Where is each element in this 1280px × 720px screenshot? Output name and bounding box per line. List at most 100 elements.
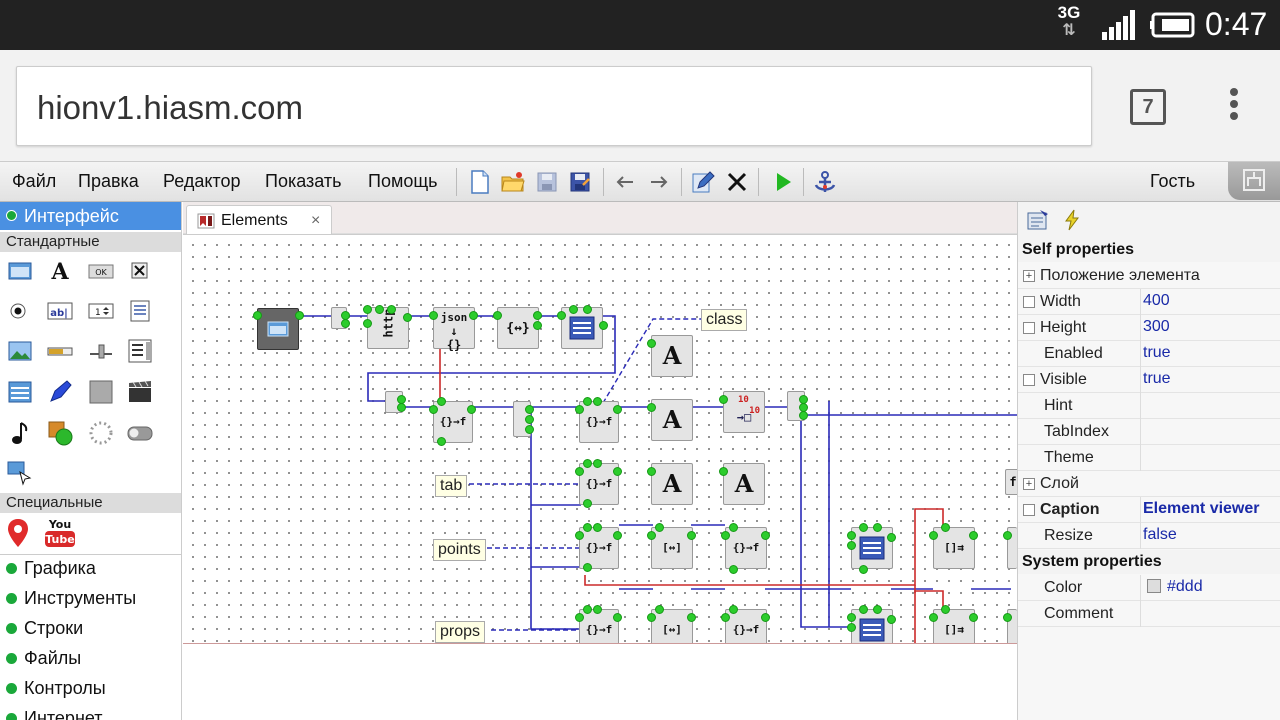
connector-pin[interactable] [887,533,896,542]
connector-pin[interactable] [929,613,938,622]
connector-pin[interactable] [859,605,868,614]
property-row-enabled[interactable]: Enabled true [1018,341,1280,367]
form-block[interactable] [257,308,299,350]
radio-button-icon[interactable] [7,298,33,324]
connector-pin[interactable] [647,339,656,348]
property-checkbox[interactable] [1023,322,1035,334]
property-value[interactable] [1140,445,1280,471]
user-menu-button[interactable] [1228,162,1280,200]
function-block[interactable]: {}→f [579,609,619,643]
form-icon[interactable] [7,258,33,284]
menu-file[interactable]: Файл [12,171,57,191]
url-text[interactable]: hionv1.hiasm.com [37,89,303,126]
redo-arrow-icon[interactable] [646,169,672,195]
events-lightning-icon[interactable] [1060,208,1084,232]
connector-pin[interactable] [593,605,602,614]
property-row-width[interactable]: Width 400 [1018,289,1280,315]
connector-pin[interactable] [887,615,896,624]
map-pin-icon[interactable] [6,518,30,548]
edge-block[interactable] [1007,609,1017,643]
property-row-color[interactable]: Color #ddd [1018,575,1280,601]
edit-icon[interactable] [690,169,716,195]
property-row-height[interactable]: Height 300 [1018,315,1280,341]
palette-group-graphics[interactable]: Графика [0,554,181,582]
connector-pin[interactable] [647,531,656,540]
connector-pin[interactable] [429,311,438,320]
connector-pin[interactable] [469,311,478,320]
palette-group-interface[interactable]: Интерфейс [0,202,181,230]
drag-drop-icon[interactable] [7,460,33,486]
connector-pin[interactable] [761,531,770,540]
connector-pin[interactable] [847,613,856,622]
connector-pin[interactable] [847,531,856,540]
save-icon[interactable] [534,169,560,195]
connector-pin[interactable] [647,613,656,622]
schema-canvas[interactable]: class tab points props http json ↓{} {↔} [183,234,1017,644]
connector-pin[interactable] [729,605,738,614]
function-block[interactable]: {}→f [579,527,619,569]
json-block[interactable]: json ↓{} [433,307,475,352]
connector-pin[interactable] [341,319,350,328]
connector-pin[interactable] [729,523,738,532]
connector-pin[interactable] [969,531,978,540]
edge-block[interactable] [1007,527,1017,569]
user-name[interactable]: Гость [1150,171,1196,191]
browser-menu-icon[interactable] [1226,88,1242,128]
property-value[interactable] [1140,601,1280,627]
viewer-block[interactable] [561,307,603,349]
connector-pin[interactable] [533,321,542,330]
connector-pin[interactable] [467,405,476,414]
connector-pin[interactable] [761,613,770,622]
tab-switcher-button[interactable]: 7 [1130,89,1166,125]
connector-pin[interactable] [941,605,950,614]
property-value[interactable]: false [1140,523,1280,549]
connector-pin[interactable] [437,437,446,446]
video-icon[interactable] [127,379,153,405]
connector-pin[interactable] [493,311,502,320]
connector-pin[interactable] [525,405,534,414]
property-row-visible[interactable]: Visible true [1018,367,1280,393]
connector-pin[interactable] [363,319,372,328]
pen-icon[interactable] [47,379,73,405]
connector-pin[interactable] [397,403,406,412]
connector-pin[interactable] [575,613,584,622]
connector-pin[interactable] [847,623,856,632]
object-block[interactable]: {↔} [497,307,539,349]
connector-pin[interactable] [583,397,592,406]
connector-pin[interactable] [575,405,584,414]
connector-pin[interactable] [557,311,566,320]
canvas-label-class[interactable]: class [701,309,748,331]
properties-icon[interactable] [1026,208,1050,232]
connector-pin[interactable] [721,613,730,622]
property-row-caption[interactable]: Caption Element viewer [1018,497,1280,523]
connector-pin[interactable] [687,613,696,622]
connector-pin[interactable] [859,565,868,574]
connector-pin[interactable] [575,467,584,476]
label-block[interactable]: A [651,335,693,377]
undo-arrow-icon[interactable] [612,169,638,195]
property-row-position[interactable]: + Положение элемента [1018,263,1280,289]
property-row-hint[interactable]: Hint [1018,393,1280,419]
connector-pin[interactable] [253,311,262,320]
list-box-icon[interactable] [127,338,153,364]
function-block[interactable]: {}→f [579,463,619,505]
connector-pin[interactable] [583,563,592,572]
tab-elements[interactable]: Elements × [186,205,332,235]
property-value[interactable]: #ddd [1140,575,1280,601]
palette-group-internet[interactable]: Интернет [0,704,181,720]
counter-block[interactable]: 10 10 →□ [723,391,765,433]
connector-pin[interactable] [613,531,622,540]
connector-pin[interactable] [721,531,730,540]
connector-pin[interactable] [593,397,602,406]
music-note-icon[interactable] [7,420,33,446]
anchor-icon[interactable] [812,169,838,195]
canvas-label-props[interactable]: props [435,621,486,643]
connector-pin[interactable] [929,531,938,540]
connector-pin[interactable] [613,613,622,622]
connector-pin[interactable] [719,395,728,404]
property-checkbox[interactable] [1023,374,1035,386]
panel-list-icon[interactable] [7,379,33,405]
connector-pin[interactable] [847,541,856,550]
connector-pin[interactable] [403,313,412,322]
